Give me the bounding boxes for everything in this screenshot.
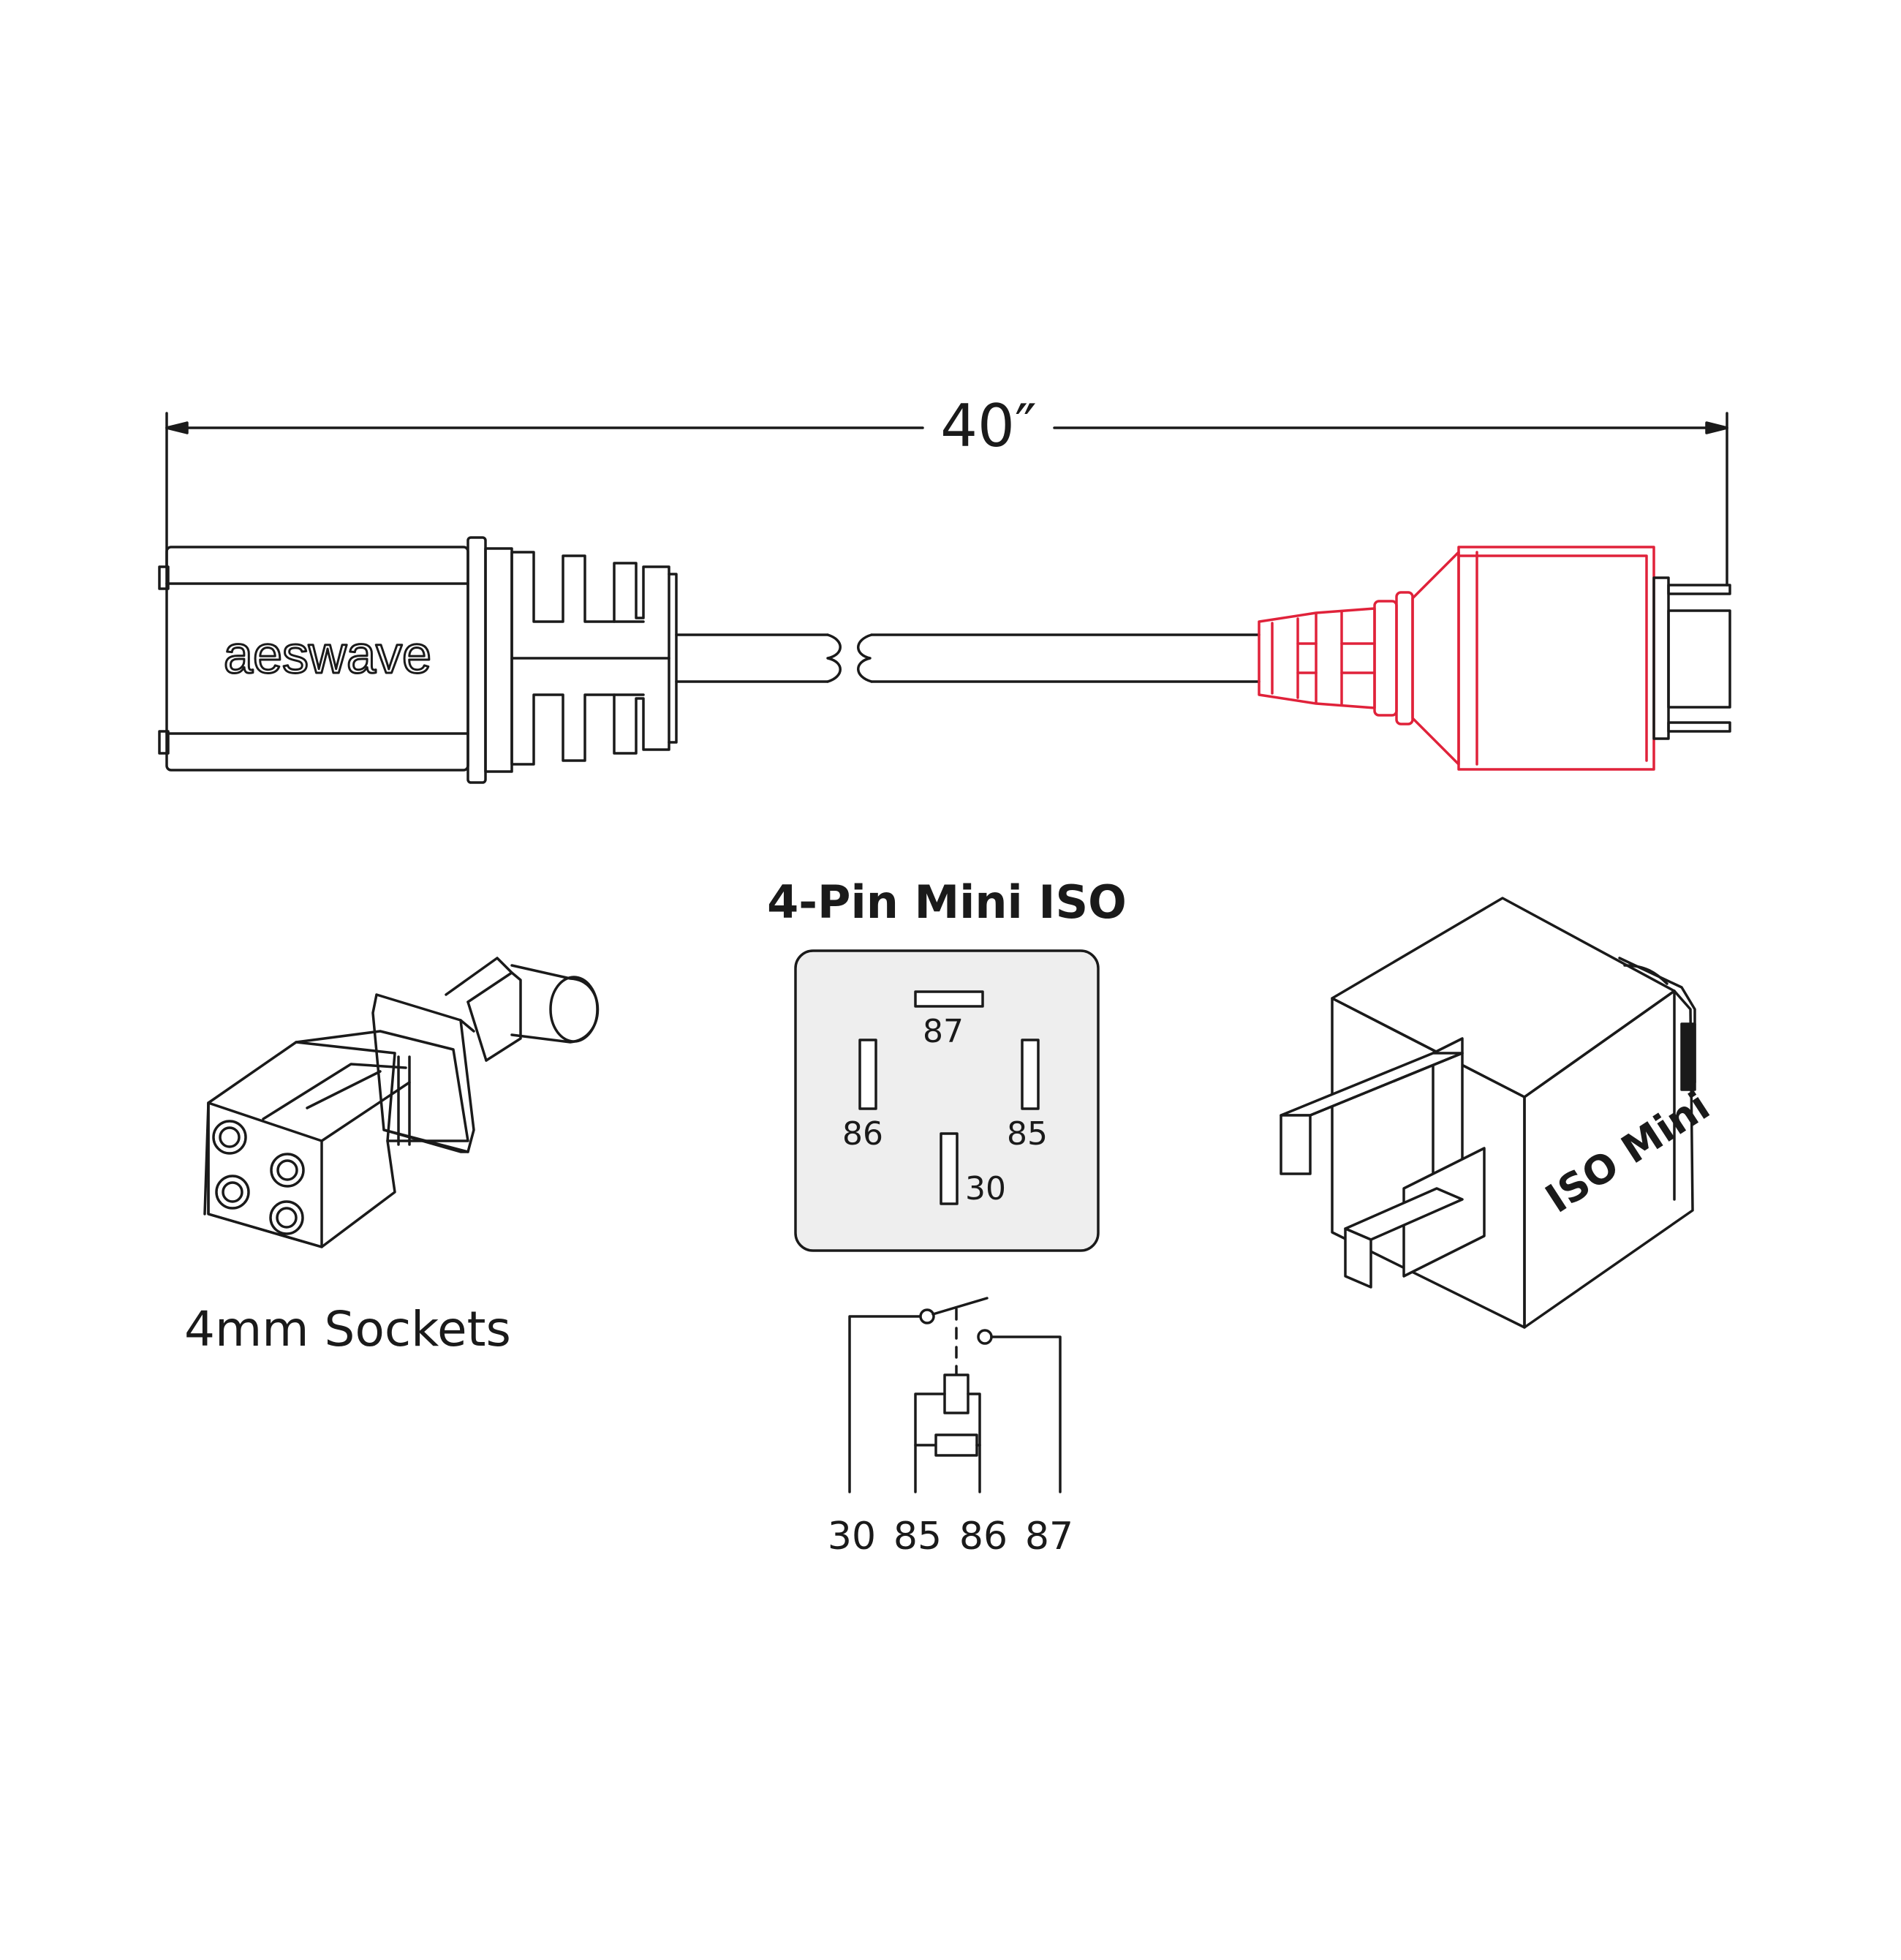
pin-87-blade xyxy=(914,990,984,1008)
relay-tab xyxy=(1680,1022,1696,1091)
cable-assembly: aeswave xyxy=(158,536,1731,784)
relay-schematic: 30 85 86 87 xyxy=(828,1297,1073,1558)
schematic-terminal-85: 85 xyxy=(893,1515,942,1558)
pinout-panel xyxy=(794,949,1100,1252)
socket-housing: aeswave xyxy=(158,546,469,772)
dimension-line: 40″ xyxy=(165,392,1728,587)
dimension-label: 40″ xyxy=(940,392,1037,460)
socket-holes xyxy=(212,1120,305,1235)
schematic-terminal-87: 87 xyxy=(1025,1515,1073,1558)
cable-segment-right xyxy=(857,633,1261,683)
dimension-arrow-right xyxy=(1705,421,1728,434)
pinout-diagram: 4-Pin Mini ISO 87 86 85 30 xyxy=(767,875,1127,1252)
iso-mini-relay-illustration: ISO Mini xyxy=(1280,897,1717,1329)
relay-blade-lower xyxy=(1344,1147,1486,1289)
socket-flange xyxy=(466,536,487,784)
pin-86-blade xyxy=(858,1039,877,1110)
socket-connector-illustration: 4mm Sockets xyxy=(184,957,600,1357)
pin-85-blade xyxy=(1021,1039,1040,1110)
pin-87-label: 87 xyxy=(923,1013,964,1050)
schematic-terminal-30: 30 xyxy=(828,1515,876,1558)
pinout-title: 4-Pin Mini ISO xyxy=(767,875,1127,929)
sockets-label: 4mm Sockets xyxy=(184,1301,511,1357)
pin-30-label: 30 xyxy=(965,1170,1006,1207)
relay-plug-boot xyxy=(1258,546,1655,771)
relay-marking: ISO Mini xyxy=(1538,1082,1717,1222)
pin-86-label: 86 xyxy=(842,1115,883,1153)
schematic-terminal-86: 86 xyxy=(959,1515,1008,1558)
cable-segment-left xyxy=(675,633,842,683)
plug-pins xyxy=(1652,576,1731,740)
dimension-arrow-left xyxy=(165,421,189,434)
pin-85-label: 85 xyxy=(1007,1115,1048,1153)
pin-30-blade xyxy=(940,1132,959,1205)
brand-logo: aeswave xyxy=(224,626,431,685)
strain-relief xyxy=(510,551,678,766)
